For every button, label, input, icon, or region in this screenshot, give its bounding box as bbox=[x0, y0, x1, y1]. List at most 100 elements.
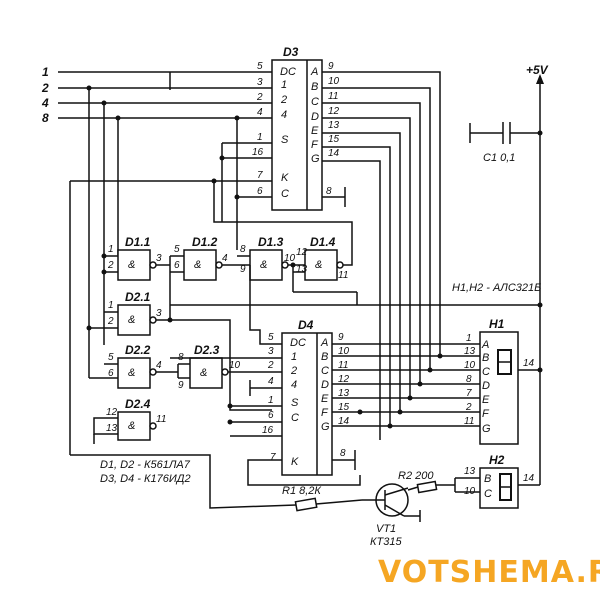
input-label-8: 8 bbox=[42, 111, 49, 125]
gate-name: D2.4 bbox=[125, 397, 151, 411]
d4-in-label: 2 bbox=[290, 365, 297, 377]
d3-name: D3 bbox=[283, 45, 299, 59]
d3-in-label: K bbox=[281, 172, 289, 184]
r2-label: R2 200 bbox=[398, 470, 434, 482]
gate-pin: 1 bbox=[108, 244, 114, 255]
svg-text:&: & bbox=[315, 259, 322, 271]
d3-out-label: G bbox=[311, 153, 320, 165]
gate-pin: 2 bbox=[107, 260, 114, 271]
input-label-4: 4 bbox=[41, 96, 49, 110]
gate-pin: 4 bbox=[156, 360, 162, 371]
svg-text:&: & bbox=[200, 367, 207, 379]
gate-name: D1.4 bbox=[310, 235, 336, 249]
parts-note-line: D3, D4 - К176ИД2 bbox=[100, 473, 191, 485]
h1-seg-label: C bbox=[482, 366, 490, 378]
h1-pin: 14 bbox=[523, 358, 535, 369]
d4-pin: 6 bbox=[268, 410, 274, 421]
watermark: VOTSHEMA.RU bbox=[378, 555, 600, 590]
gate-pin: 10 bbox=[229, 360, 241, 371]
d3-dc: DC bbox=[280, 66, 296, 78]
gate-name: D1.3 bbox=[258, 235, 284, 249]
svg-text:&: & bbox=[128, 420, 135, 432]
d3-out-label: B bbox=[311, 81, 318, 93]
d3-in-label: 1 bbox=[281, 79, 287, 91]
h1-pin: 11 bbox=[464, 416, 474, 427]
gate-name: D1.2 bbox=[192, 235, 218, 249]
d4-pin: 5 bbox=[268, 332, 274, 343]
h1-seg-label: F bbox=[482, 408, 490, 420]
d4-pin: 10 bbox=[338, 346, 350, 357]
d4-out-label: F bbox=[321, 407, 329, 419]
d3-out-label: D bbox=[311, 111, 319, 123]
h2-name: H2 bbox=[489, 453, 505, 467]
h1-pin: 8 bbox=[466, 374, 472, 385]
d4-in-label: 4 bbox=[291, 379, 297, 391]
transistor-stage: R2 200 VT1 КТ315 R1 8,2К bbox=[70, 454, 455, 548]
gate-d1-2: & D1.2 5 6 4 bbox=[169, 235, 250, 320]
svg-text:&: & bbox=[128, 314, 135, 326]
d3-pin: 3 bbox=[257, 77, 263, 88]
d3-decoder: D3 DC 1 2 4 S K C 5 3 2 4 1 16 7 6 A B C… bbox=[69, 45, 346, 455]
gate-pin: 11 bbox=[156, 414, 166, 425]
d3-in-label: 2 bbox=[280, 94, 287, 106]
d3-pin: 8 bbox=[326, 186, 332, 197]
h1-pin: 1 bbox=[466, 333, 472, 344]
d4-dc: DC bbox=[290, 337, 306, 349]
gate-pin: 9 bbox=[240, 264, 246, 275]
d4-out-label: C bbox=[321, 365, 329, 377]
d3-pin: 10 bbox=[328, 76, 340, 87]
gate-pin: 1 bbox=[108, 300, 114, 311]
d3-out-label: E bbox=[311, 125, 319, 137]
gate-pin: 12 bbox=[296, 247, 308, 258]
h1-seg-label: D bbox=[482, 380, 490, 392]
d4-pin: 3 bbox=[268, 346, 274, 357]
d4-out-label: D bbox=[321, 379, 329, 391]
h2-pin: 13 bbox=[464, 466, 476, 477]
d4-pin: 2 bbox=[267, 360, 274, 371]
parts-note: D1, D2 - К561ЛА7 D3, D4 - К176ИД2 bbox=[100, 459, 191, 485]
gate-d1-4: & D1.4 12 13 11 bbox=[213, 181, 358, 305]
d4-pin: 16 bbox=[262, 425, 274, 436]
power-supply: +5V C1 0,1 H1,H2 - АЛС321Б bbox=[170, 63, 549, 485]
d4-pin: 9 bbox=[338, 332, 344, 343]
d4-out-label: G bbox=[321, 421, 330, 433]
gate-d2-2: & D2.2 5 6 4 bbox=[89, 343, 178, 389]
input-label-1: 1 bbox=[42, 65, 49, 79]
gate-name: D2.2 bbox=[125, 343, 151, 357]
d4-in-label: S bbox=[291, 397, 299, 409]
svg-text:&: & bbox=[128, 367, 135, 379]
d3-pin: 14 bbox=[328, 148, 340, 159]
d3-in-label: 4 bbox=[281, 109, 287, 121]
gate-pin: 8 bbox=[240, 244, 246, 255]
d4-pin: 7 bbox=[270, 452, 276, 463]
gate-pin: 5 bbox=[174, 244, 180, 255]
gate-pin: 4 bbox=[222, 253, 228, 264]
gate-pin: 3 bbox=[156, 308, 162, 319]
h2-pin: 14 bbox=[523, 473, 535, 484]
d3-in-label: S bbox=[281, 134, 289, 146]
d4-pin: 4 bbox=[268, 376, 274, 387]
d3-pin: 4 bbox=[257, 107, 263, 118]
c1-label: C1 0,1 bbox=[483, 152, 515, 164]
gate-pin: 2 bbox=[107, 316, 114, 327]
gate-d2-3: & D2.3 8 9 10 bbox=[177, 343, 244, 391]
d4-name: D4 bbox=[298, 318, 314, 332]
d3-pin: 15 bbox=[328, 134, 340, 145]
h1-pin: 13 bbox=[464, 346, 476, 357]
h1-name: H1 bbox=[489, 317, 505, 331]
input-bus: 1 2 4 8 bbox=[41, 65, 272, 378]
h1-seg-label: B bbox=[482, 352, 489, 364]
h1-pin: 10 bbox=[464, 360, 476, 371]
d3-pin: 2 bbox=[256, 92, 263, 103]
gate-pin: 12 bbox=[106, 407, 118, 418]
gate-name: D2.3 bbox=[194, 343, 220, 357]
d3-pin: 13 bbox=[328, 120, 340, 131]
vt1-name: VT1 bbox=[376, 523, 396, 535]
h2-seg-label: B bbox=[484, 473, 491, 485]
d3-pin: 9 bbox=[328, 61, 334, 72]
h1-display: H1 A B C D E F G 1 13 10 8 7 2 11 14 bbox=[462, 317, 543, 445]
d4-output-bus bbox=[332, 343, 462, 429]
h1-seg-label: E bbox=[482, 394, 490, 406]
d3-pin: 5 bbox=[257, 61, 263, 72]
d3-out-label: F bbox=[311, 139, 319, 151]
